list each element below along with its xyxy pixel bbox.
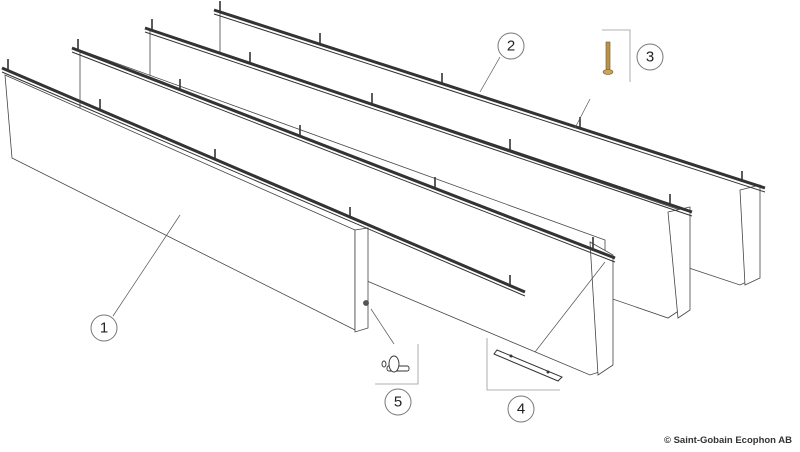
hanger-screw-icon	[602, 29, 631, 82]
copyright-notice: © Saint-Gobain Ecophon AB	[663, 435, 792, 446]
baffle-panel-1	[4, 74, 369, 333]
svg-text:3: 3	[646, 49, 654, 66]
callout-1: 1	[90, 314, 118, 342]
callout-4: 4	[507, 395, 535, 423]
svg-text:2: 2	[507, 38, 515, 55]
joining-plate-icon	[486, 338, 563, 391]
callout-5: 5	[384, 388, 412, 416]
suspension-rail-4	[213, 0, 766, 193]
svg-text:5: 5	[394, 394, 402, 411]
suspension-rail-3	[144, 18, 693, 217]
svg-text:1: 1	[100, 320, 108, 337]
suspension-rail-2	[71, 38, 616, 263]
leader-lines	[112, 56, 606, 353]
end-connector-icon	[375, 344, 419, 385]
suspension-rail-1	[1, 58, 526, 297]
svg-text:4: 4	[517, 401, 525, 418]
callout-2: 2	[497, 32, 525, 60]
callout-3: 3	[636, 43, 664, 71]
